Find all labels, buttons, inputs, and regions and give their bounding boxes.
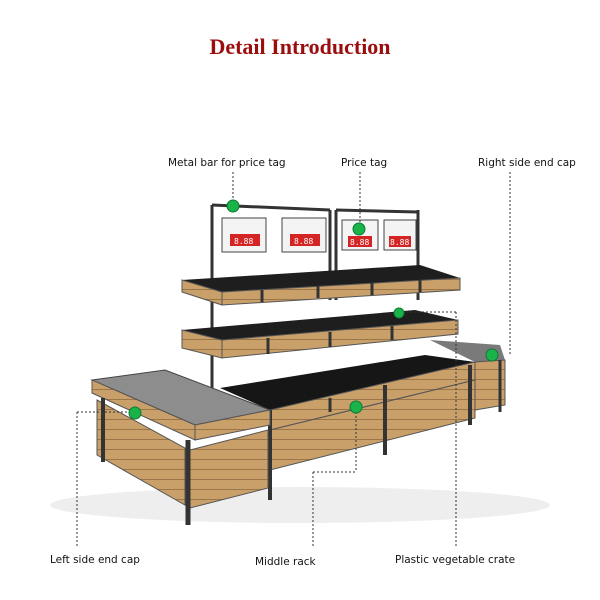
label-metal-bar: Metal bar for price tag	[168, 157, 286, 169]
upper-tier	[181, 265, 461, 306]
lower-tier	[220, 355, 476, 500]
marker-dot	[393, 307, 405, 319]
left-end-cap	[90, 369, 272, 525]
leader-lines	[76, 172, 511, 548]
label-left-end-cap: Left side end cap	[50, 554, 140, 566]
label-plastic-crate: Plastic vegetable crate	[395, 554, 516, 566]
label-middle-rack: Middle rack	[255, 556, 316, 568]
price-tag-values: 8.88 8.88 8.88 8.88	[234, 237, 409, 247]
middle-tier	[181, 310, 459, 359]
label-right-end-cap: Right side end cap	[478, 157, 576, 169]
price-tag-value: 8.88	[294, 237, 313, 246]
price-tag-value: 8.88	[390, 238, 409, 247]
marker-dot	[226, 199, 240, 213]
page-title: Detail Introduction	[209, 34, 391, 59]
label-price-tag: Price tag	[341, 157, 388, 169]
price-tag-value: 8.88	[350, 238, 369, 247]
marker-dot	[128, 406, 142, 420]
price-tag-value: 8.88	[234, 237, 253, 246]
floor-shadow	[50, 487, 550, 523]
marker-dot	[485, 348, 499, 362]
price-tag-boards	[221, 217, 417, 253]
marker-dot	[349, 400, 363, 414]
marker-dot	[352, 222, 366, 236]
marker-dots	[128, 199, 499, 420]
